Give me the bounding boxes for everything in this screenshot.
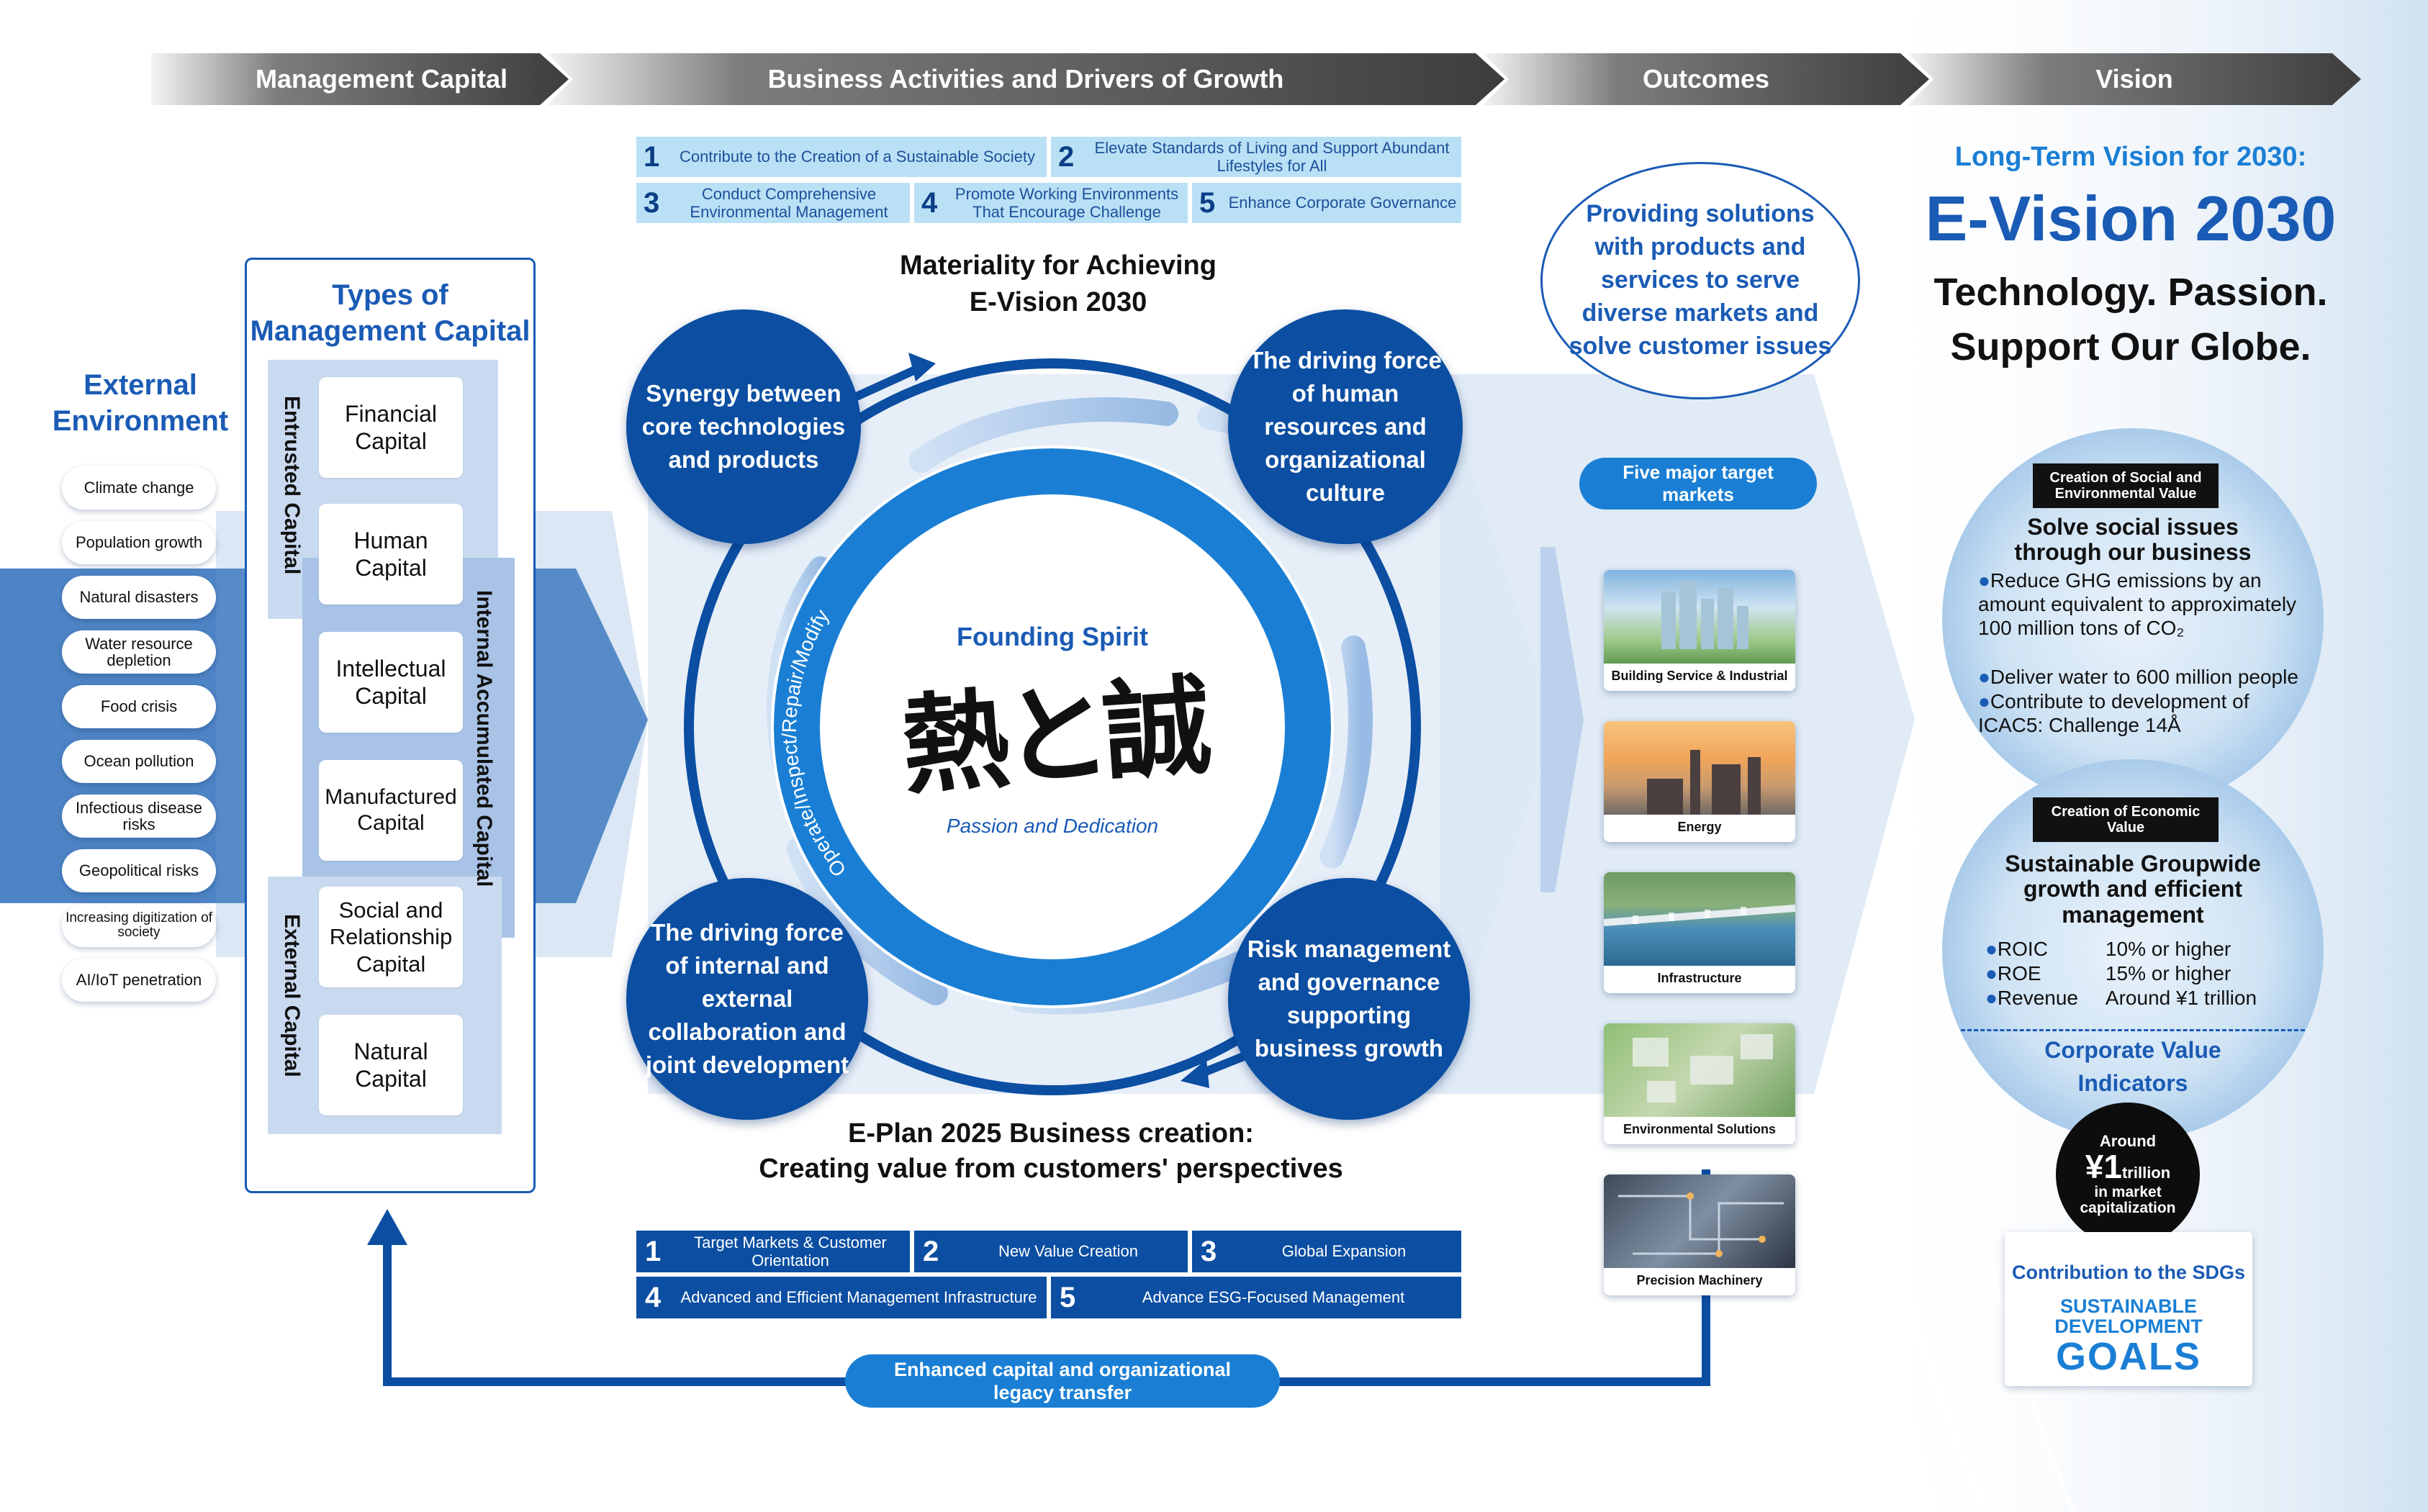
- external-capital-label: External Capital: [280, 914, 304, 1077]
- infrastructure-image: [1604, 872, 1795, 966]
- market-energy: Energy: [1604, 721, 1795, 842]
- market-precision-machinery: Precision Machinery: [1604, 1174, 1795, 1295]
- eplan-title: E-Plan 2025 Business creation: Creating …: [759, 1118, 1343, 1184]
- environmental-image: [1604, 1023, 1795, 1117]
- driver-risk-management: Risk management and governance supportin…: [1228, 878, 1470, 1120]
- external-item: AI/IoT penetration: [62, 959, 216, 1002]
- outcomes-statement: Providing solutions with products and se…: [1540, 162, 1860, 399]
- sdgs-line3: GOALS: [2055, 1335, 2201, 1378]
- divider: [1961, 1029, 2305, 1031]
- external-item: Food crisis: [62, 685, 216, 728]
- capital-card: Financial Capital: [319, 377, 463, 478]
- internal-capital-label: Internal Accumulated Capital: [472, 590, 496, 887]
- sdgs-line1: SUSTAINABLE: [2059, 1295, 2197, 1317]
- market-environmental: Environmental Solutions: [1604, 1023, 1795, 1144]
- social-value-tag: Creation of Social and Environmental Val…: [2033, 463, 2219, 508]
- external-item: Infectious disease risks: [62, 795, 216, 838]
- driver-collaboration: The driving force of internal and extern…: [626, 878, 868, 1120]
- header-vision: Vision: [1908, 53, 2361, 105]
- capital-card: Human Capital: [319, 504, 463, 605]
- capital-card: Intellectual Capital: [319, 632, 463, 733]
- market-label: Precision Machinery: [1636, 1273, 1763, 1288]
- market-label: Energy: [1677, 820, 1722, 835]
- external-item: Increasing digitization of society: [62, 904, 216, 947]
- vision-slogan-2: Support Our Globe.: [1950, 325, 2311, 368]
- social-bullet: ●Deliver water to 600 million people: [1978, 666, 2298, 688]
- sdgs-card: Contribution to the SDGs SUSTAINABLE DEV…: [2005, 1232, 2252, 1386]
- entrusted-capital-label: Entrusted Capital: [280, 396, 304, 575]
- vision-subtitle: Long-Term Vision for 2030:: [1954, 141, 2307, 172]
- header-management-capital: Management Capital: [151, 53, 569, 105]
- capital-card: Social and Relationship Capital: [319, 887, 463, 987]
- external-item: Ocean pollution: [62, 740, 216, 783]
- external-item: Climate change: [62, 466, 216, 510]
- social-bullet: ●Contribute to development of ICAC5: Cha…: [1978, 690, 2249, 737]
- feedback-label: Enhanced capital and organizational lega…: [845, 1354, 1280, 1408]
- market-label: Environmental Solutions: [1623, 1122, 1777, 1137]
- target-markets-pill: Five major target markets: [1579, 458, 1817, 510]
- precision-machinery-image: [1604, 1174, 1795, 1268]
- external-item: Natural disasters: [62, 576, 216, 619]
- energy-image: [1604, 721, 1795, 815]
- market-building-service: Building Service & Industrial: [1604, 570, 1795, 691]
- vision-slogan-1: Technology. Passion.: [1933, 271, 2328, 314]
- capital-card: Manufactured Capital: [319, 760, 463, 861]
- internal-capital-group: [302, 558, 515, 938]
- capital-card: Natural Capital: [319, 1015, 463, 1115]
- header-outcomes: Outcomes: [1483, 53, 1929, 105]
- driver-human-resources: The driving force of human resources and…: [1228, 309, 1463, 544]
- sdgs-title: Contribution to the SDGs: [2012, 1261, 2245, 1283]
- corporate-value-indicators: Corporate Value Indicators: [2044, 1036, 2221, 1096]
- building-image: [1604, 570, 1795, 664]
- sdgs-line2: DEVELOPMENT: [2054, 1315, 2203, 1337]
- management-capital-title: Types of Management Capital: [250, 279, 531, 347]
- economic-value-heading: Sustainable Groupwide growth and efficie…: [2005, 851, 2261, 928]
- vision-title: E-Vision 2030: [1925, 183, 2337, 254]
- founding-spirit-calligraphy: 熱と誠: [898, 662, 1209, 810]
- economic-value-tag: Creation of Economic Value: [2033, 797, 2219, 842]
- external-item: Water resource depletion: [62, 630, 216, 674]
- market-infrastructure: Infrastructure: [1604, 872, 1795, 993]
- ring-label-left: Operate/Inspect/Repair/Modify: [778, 606, 851, 882]
- external-item: Population growth: [62, 521, 216, 564]
- social-bullet: ●Reduce GHG emissions by an amount equiv…: [1978, 569, 2297, 640]
- external-item: Geopolitical risks: [62, 849, 216, 892]
- process-ring-labels: Enhance ability to create value from cus…: [778, 515, 1263, 926]
- market-label: Building Service & Industrial: [1611, 669, 1788, 684]
- materiality-title: Materiality for Achieving E-Vision 2030: [900, 250, 1217, 317]
- founding-spirit-title: Founding Spirit: [957, 622, 1148, 651]
- market-label: Infrastructure: [1657, 971, 1742, 986]
- founding-spirit-subtitle: Passion and Dedication: [946, 815, 1159, 837]
- header-business-activities: Business Activities and Drivers of Growt…: [547, 53, 1504, 105]
- ring-label-bottom: ▼ Manufacture/Construct: [930, 864, 1152, 926]
- social-value-heading: Solve social issues through our business: [2014, 513, 2252, 565]
- external-environment-title: External Environment: [52, 369, 229, 437]
- driver-synergy: Synergy between core technologies and pr…: [626, 309, 861, 544]
